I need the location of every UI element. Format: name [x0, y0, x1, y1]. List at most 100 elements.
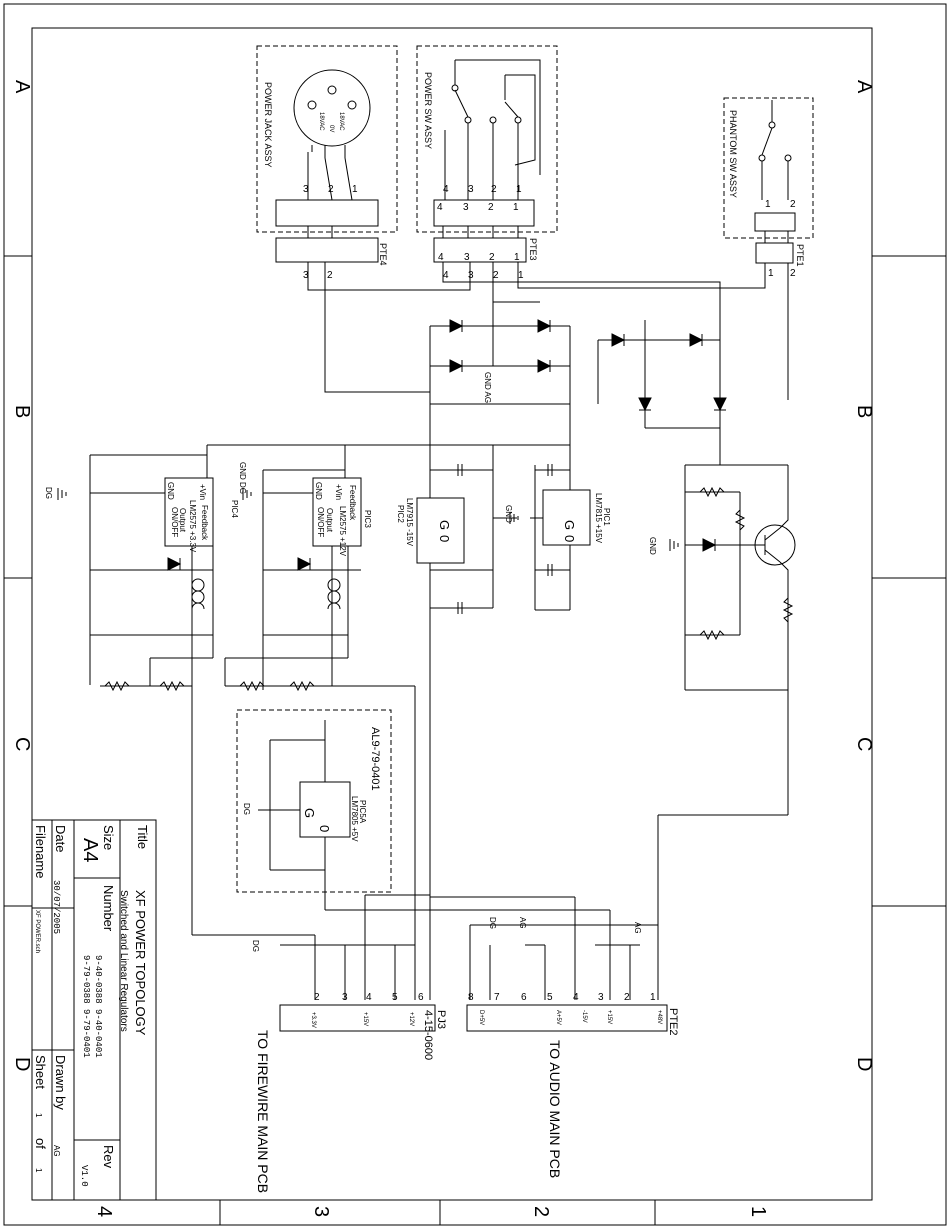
- pic2-part: LM7915 -15V: [405, 498, 414, 547]
- pic2-g: G: [437, 520, 452, 530]
- filename-label: Filename: [33, 825, 48, 878]
- row-label-right-d: D: [853, 1057, 875, 1071]
- drawn-by-label: Drawn by: [53, 1055, 68, 1110]
- phantom-sw-assy-label: PHANTOM SW ASSY: [728, 110, 738, 198]
- power-sw-box-pin-1: 1: [513, 202, 519, 213]
- row-label-right-c: C: [853, 737, 875, 751]
- pte2-pin-2: 2: [624, 992, 630, 1003]
- pte2-pin-5: 5: [547, 992, 553, 1003]
- pic4-feedback: Feedback: [200, 505, 209, 541]
- gnd-label-bridge: GND AG: [483, 372, 492, 403]
- pte2-net-m15v: -15V: [581, 1010, 587, 1023]
- dg-label-7805: DG: [242, 803, 251, 815]
- pj3-net-3v3: +3.3V: [310, 1012, 316, 1028]
- pte2-pin-7: 7: [494, 992, 500, 1003]
- pte-headers: [275, 226, 794, 264]
- wiring: [57, 262, 796, 1032]
- pj3-net-15v: +15V: [362, 1012, 368, 1026]
- power-sw-text: POWER SW ASSY 4 3 2 1 4 3 2 1: [423, 72, 522, 213]
- power-sw-assy: [416, 45, 558, 233]
- filename-value: XF POWER.sch: [34, 910, 40, 953]
- size-label: Size: [101, 825, 116, 850]
- power-jack-18vac-a: 18VAC: [338, 112, 344, 131]
- pte4-ref: PTE4: [378, 243, 388, 266]
- pic5a-ref: PIC5A: [358, 800, 367, 824]
- pte-header-text: PTE4 3 2 PTE3 4 3 2 1 4 3 2 1 PTE1 1 2: [303, 238, 805, 281]
- ag-label-pte2: AG: [518, 917, 527, 929]
- date-label: Date: [53, 825, 68, 852]
- pte3-pin-1: 1: [514, 252, 520, 263]
- pte4-pin-2: 2: [327, 270, 333, 281]
- pte2-net-a5v: A+5V: [555, 1010, 561, 1025]
- title-block-text: Title XF POWER TOPOLOGY Switched and Lin…: [33, 825, 150, 1187]
- pte3-pin-4: 4: [438, 252, 444, 263]
- pte3-pin-2b: 2: [493, 270, 499, 281]
- pte3-pin-1b: 1: [518, 270, 524, 281]
- pic3-ref: PIC3: [363, 510, 372, 528]
- row-label-left-d: D: [11, 1057, 33, 1071]
- phantom-sw-assy: [723, 97, 814, 239]
- pte1-ref: PTE1: [795, 244, 805, 267]
- title-value: XF POWER TOPOLOGY: [133, 890, 148, 1036]
- pte2-ref: PTE2: [667, 1008, 679, 1036]
- row-label-right-b: B: [853, 405, 875, 418]
- power-jack-0v: 0V: [328, 125, 334, 132]
- power-jack-assy-label: POWER JACK ASSY: [263, 82, 273, 168]
- pic3-vin: +Vin: [334, 484, 343, 500]
- sheet-label: Sheet: [33, 1055, 48, 1089]
- pj3-pin-3: 3: [342, 992, 348, 1003]
- row-label-left-a: A: [11, 80, 33, 94]
- power-jack-assy: [256, 45, 398, 233]
- pj3-pin-6: 6: [418, 992, 424, 1003]
- drawn-by-value: AG: [52, 1145, 61, 1157]
- pic3-feedback: Feedback: [348, 485, 357, 521]
- power-sw-pin-3: 3: [468, 184, 474, 195]
- phantom-sw-pin-1: 1: [765, 199, 771, 210]
- dg-label-left: DG: [44, 487, 53, 499]
- power-jack-pin-1: 1: [352, 184, 358, 195]
- pic4-ref: PIC4: [230, 500, 239, 518]
- pj3-pin-4: 4: [366, 992, 372, 1003]
- gnd-dg-label: GND DG: [238, 462, 247, 494]
- subtitle-value: Switched and Linear Regulators: [118, 890, 129, 1032]
- dg-label-bus: DG: [251, 940, 260, 952]
- ag-label-pte2b: AG: [633, 922, 642, 934]
- output-connector-text: PJ3 4-15-0600 2 3 4 5 6 +3.3V +15V +12V …: [255, 992, 679, 1193]
- col-label-1: 1: [747, 1206, 769, 1217]
- size-value: A4: [79, 838, 101, 862]
- pic1-g: G: [562, 520, 577, 530]
- pic3-part: LM2575 +12V: [338, 506, 347, 557]
- pte2-pin-4: 4: [573, 992, 579, 1003]
- pic4-part: LM2575 +3.3V: [188, 500, 197, 553]
- rev-label: Rev: [101, 1145, 116, 1169]
- pte4-pin-3: 3: [303, 270, 309, 281]
- number-value-2: 9-79-0388 9-79-0401: [81, 955, 91, 1058]
- pte3-ref: PTE3: [528, 238, 538, 261]
- sheet-frame: [3, 3, 947, 1226]
- gnd-label-phantom: GND: [648, 537, 657, 555]
- pic4-gnd: GND: [166, 482, 175, 500]
- pj3-destination: TO FIREWIRE MAIN PCB: [255, 1030, 271, 1193]
- component-labels: GND AG GND GND GND DG DG DG DG DG AG AG …: [44, 372, 657, 952]
- row-label-left-b: B: [11, 405, 33, 418]
- col-label-3: 3: [310, 1206, 332, 1217]
- pte3-pin-3b: 3: [468, 270, 474, 281]
- of-label: of: [33, 1138, 48, 1149]
- pic5a-o: 0: [317, 825, 332, 832]
- pj3-ref: PJ3: [435, 1010, 447, 1029]
- pte1-pin-1: 1: [768, 268, 774, 279]
- sheet-value: 1: [34, 1113, 43, 1118]
- number-value-1: 9-40-0388 9-40-0401: [93, 955, 103, 1058]
- pic1-part: LM7815 +15V: [594, 493, 603, 544]
- power-jack-pin-2: 2: [328, 184, 334, 195]
- pj3-pin-5: 5: [392, 992, 398, 1003]
- pic1-ref: PIC1: [602, 508, 611, 526]
- pte1-pin-2: 2: [790, 268, 796, 279]
- pte2-net-d5v: D+5V: [478, 1010, 484, 1025]
- number-label: Number: [101, 885, 116, 932]
- subassembly-label: AL9-79-0401: [369, 727, 381, 791]
- pic4-output: Output: [178, 508, 187, 533]
- pte3-pin-2: 2: [489, 252, 495, 263]
- pj3-pin-2: 2: [314, 992, 320, 1003]
- pic3-gnd: GND: [314, 482, 323, 500]
